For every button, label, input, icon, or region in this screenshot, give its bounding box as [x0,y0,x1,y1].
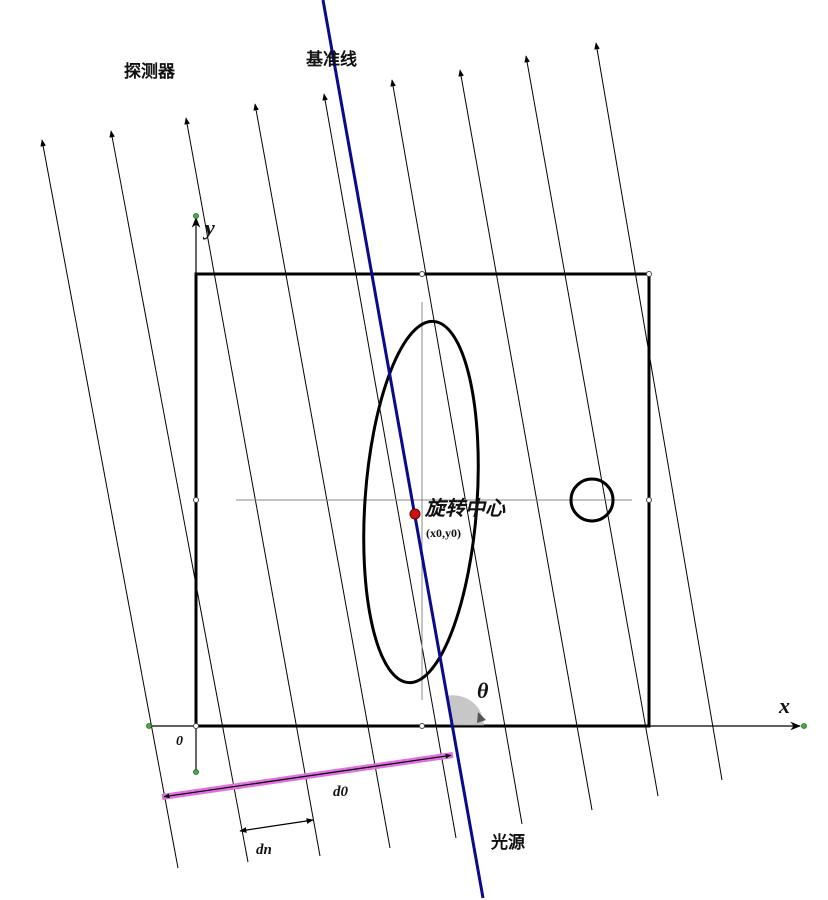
projection-ray-7 [458,69,593,811]
center-coords-label: (x0,y0) [426,526,461,540]
small-circle-object [569,477,615,523]
projection-rays [40,42,723,869]
detector-label: 探测器 [124,61,176,82]
projection-ray-2 [109,130,249,863]
source-label: 光源 [490,832,525,853]
axis-endpoints [146,213,807,775]
dn-arrow [239,818,314,833]
theta-label: θ [477,678,489,703]
rotation-center-point [409,508,421,520]
y-axis-label: y [202,215,215,240]
theta-angle-arc [446,695,484,726]
theta-arc-arrow-icon [477,712,486,723]
projection-ray-8 [524,55,659,797]
projection-ray-3 [184,117,321,857]
d0-label: d0 [333,784,349,800]
construction-points [193,271,652,729]
projection-ray-1 [40,139,179,869]
projection-ray-6 [390,79,523,825]
projection-ray-9 [594,42,723,781]
x-axis-label: x [778,693,790,718]
d0-arrow [163,753,452,799]
projection-ray-4 [253,103,391,849]
rotation-center-label: 旋转中心 [424,497,506,520]
baseline-line [321,0,485,899]
origin-label: 0 [176,734,183,749]
ellipse-object [362,319,480,685]
projection-ray-5 [322,93,457,839]
dn-label: dn [256,842,272,858]
baseline-label: 基准线 [305,49,357,70]
